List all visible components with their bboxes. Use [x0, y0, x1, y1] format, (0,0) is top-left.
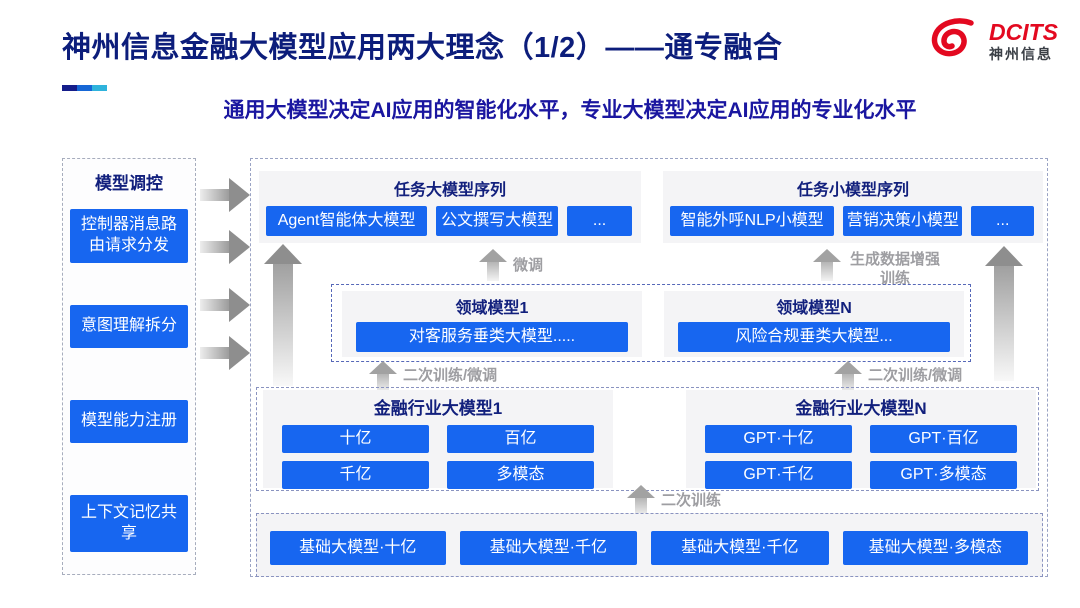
architecture-box: 任务大模型序列 Agent智能体大模型 公文撰写大模型 ... 任务小模型序列 … [250, 158, 1048, 577]
model-chip-base-100b-b: 基础大模型·千亿 [651, 531, 829, 565]
arrow-right-icon [200, 230, 250, 264]
domain-model-box: 领域模型1 对客服务垂类大模型..... 领域模型N 风险合规垂类大模型... [331, 284, 971, 362]
model-chip-risk-compliance: 风险合规垂类大模型... [678, 322, 950, 352]
model-chip-base-100b-a: 基础大模型·千亿 [459, 531, 638, 565]
model-chip-outbound-nlp: 智能外呼NLP小模型 [670, 206, 835, 236]
arrow-right-icon [200, 288, 250, 322]
model-chip-base-1b: 基础大模型·十亿 [270, 531, 446, 565]
model-chip-customer-service: 对客服务垂类大模型..... [356, 322, 628, 352]
domain-n-header: 领域模型N [776, 300, 852, 317]
task-small-header: 任务小模型序列 [796, 182, 909, 199]
model-control-header: 模型调控 [95, 174, 163, 193]
arrow-up-icon [834, 361, 862, 393]
domain-1-header: 领域模型1 [455, 300, 529, 317]
domain-model-n: 领域模型N 风险合规垂类大模型... [664, 291, 964, 357]
model-chip-base-multimodal: 基础大模型·多模态 [842, 531, 1028, 565]
task-large-model-group: 任务大模型序列 Agent智能体大模型 公文撰写大模型 ... [259, 171, 641, 243]
model-chip-agent: Agent智能体大模型 [266, 206, 428, 236]
task-large-header: 任务大模型序列 [393, 182, 506, 199]
sidebar-item-router-dispatch: 控制器消息路由请求分发 [70, 209, 188, 263]
flow-label-retrain: 二次训练 [661, 492, 722, 509]
subtitle: 通用大模型决定AI应用的智能化水平，专业大模型决定AI应用的专业化水平 [223, 99, 917, 122]
model-chip-gpt-multimodal: GPT·多模态 [870, 461, 1017, 489]
model-chip-gpt-10b: GPT·百亿 [870, 425, 1017, 453]
arrow-up-icon [479, 249, 507, 281]
logo-brand: DCITS [989, 18, 1058, 45]
accent-bar-blue [77, 85, 92, 91]
model-chip-gpt-100b: GPT·千亿 [705, 461, 852, 489]
title-accent-bars [62, 85, 107, 91]
industry-model-row: 金融行业大模型1 十亿 百亿 千亿 多模态 金融行业大模型N GPT·十亿 GP… [256, 387, 1039, 491]
arrow-up-tall-icon [264, 244, 302, 386]
model-chip-1b: 十亿 [282, 425, 429, 453]
accent-bar-navy [62, 85, 77, 91]
industry-model-n: 金融行业大模型N GPT·十亿 GPT·百亿 GPT·千亿 GPT·多模态 [686, 390, 1036, 489]
logo-text: DCITS 神州信息 [989, 20, 1058, 64]
arrow-right-icon [200, 178, 250, 212]
model-chip-10b: 百亿 [447, 425, 594, 453]
industry-n-header: 金融行业大模型N [795, 399, 927, 418]
page-title: 神州信息金融大模型应用两大理念（1/2）——通专融合 [62, 32, 783, 64]
base-model-row: 基础大模型·十亿 基础大模型·千亿 基础大模型·千亿 基础大模型·多模态 [256, 513, 1043, 577]
flow-label-fine-tune: 微调 [513, 257, 544, 274]
flow-label-retrain-left: 二次训练/微调 [403, 367, 498, 384]
accent-bar-cyan [92, 85, 107, 91]
industry-model-1: 金融行业大模型1 十亿 百亿 千亿 多模态 [263, 390, 613, 489]
model-control-panel: 模型调控 控制器消息路由请求分发 意图理解拆分 模型能力注册 上下文记忆共享 [62, 158, 196, 575]
model-chip-more: ... [567, 206, 632, 236]
dcits-logo: DCITS 神州信息 [925, 16, 1058, 67]
model-chip-multimodal: 多模态 [447, 461, 594, 489]
sidebar-item-context-memory: 上下文记忆共享 [70, 495, 188, 552]
model-chip-document-writing: 公文撰写大模型 [436, 206, 559, 236]
model-chip-marketing-decision: 营销决策小模型 [843, 206, 963, 236]
logo-company: 神州信息 [989, 45, 1053, 62]
sidebar-item-capability-register: 模型能力注册 [70, 400, 188, 443]
domain-model-1: 领域模型1 对客服务垂类大模型..... [342, 291, 642, 357]
model-chip-100b: 千亿 [282, 461, 429, 489]
arrow-up-icon [627, 485, 655, 517]
arrow-right-icon [200, 336, 250, 370]
model-chip-more: ... [971, 206, 1034, 236]
model-chip-gpt-1b: GPT·十亿 [705, 425, 852, 453]
sidebar-item-intent-split: 意图理解拆分 [70, 305, 188, 348]
flow-label-retrain-right: 二次训练/微调 [868, 367, 963, 384]
task-small-model-group: 任务小模型序列 智能外呼NLP小模型 营销决策小模型 ... [663, 171, 1043, 243]
arrow-up-icon [813, 249, 841, 281]
dcits-swirl-icon [925, 16, 983, 67]
arrow-up-icon [369, 361, 397, 393]
industry-1-header: 金融行业大模型1 [373, 399, 503, 418]
arrow-up-tall-icon [985, 246, 1023, 381]
flow-label-augment: 生成数据增强训练 [849, 251, 940, 287]
